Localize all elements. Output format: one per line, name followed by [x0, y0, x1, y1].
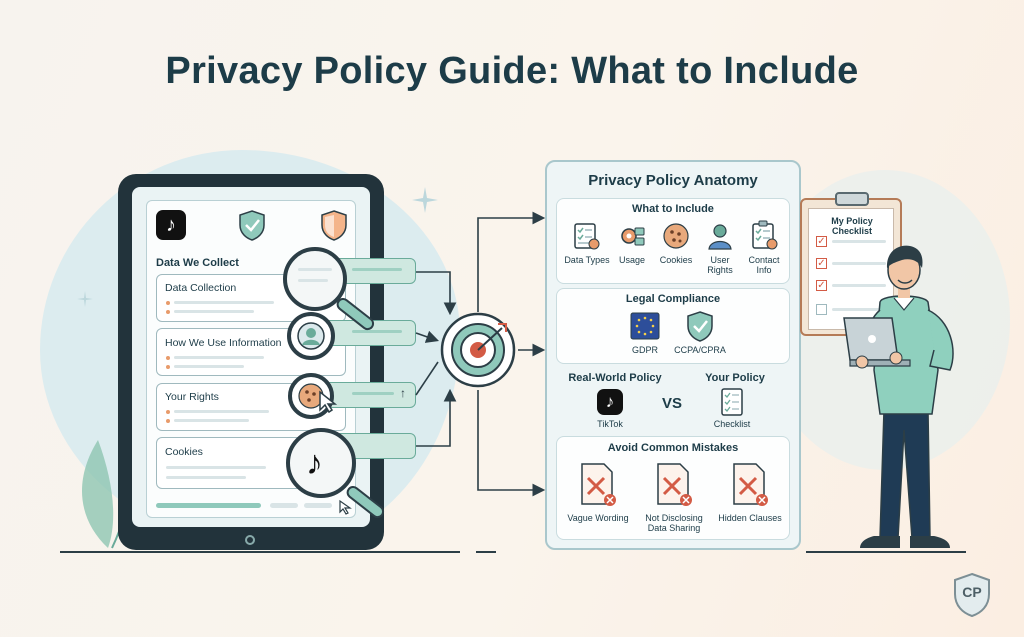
- text-line: [352, 330, 402, 333]
- compliance-section: [556, 288, 790, 364]
- eu-flag-icon: [630, 312, 660, 340]
- magnifier-icon: [283, 247, 347, 311]
- check-mark-icon: ✓: [816, 280, 827, 291]
- cursor-icon: [339, 499, 352, 515]
- text-line: [832, 262, 886, 265]
- text-line: [166, 476, 246, 479]
- check-mark-icon: ✓: [816, 258, 827, 269]
- scroll-progress[interactable]: [156, 503, 261, 508]
- clipboard-icon: [752, 220, 778, 250]
- ground-line: [476, 551, 496, 553]
- bullet: [166, 410, 170, 414]
- text-line: [298, 279, 328, 282]
- sparkle-icon: [412, 187, 438, 213]
- cp-badge-text: CP: [962, 584, 982, 600]
- text-line: [298, 268, 332, 271]
- cookie-icon: [663, 223, 689, 249]
- shield-check-icon: [239, 210, 265, 241]
- comparison-left-label: TikTok: [597, 419, 623, 429]
- person-with-laptop-illustration: [843, 245, 954, 548]
- document-error-icon: [733, 463, 768, 506]
- bullet: [166, 365, 170, 369]
- checklist-title: My Policy Checklist: [831, 216, 873, 236]
- text-line: [352, 392, 394, 395]
- text-line: [832, 240, 886, 243]
- tablet-home-button: [245, 535, 255, 545]
- mistake-label: Not Disclosing Data Sharing: [645, 513, 703, 533]
- card-label: Your Rights: [165, 391, 219, 403]
- bullet: [166, 310, 170, 314]
- cp-badge-icon: [954, 572, 990, 618]
- user-icon: [297, 322, 325, 350]
- gear-icon: [621, 227, 645, 246]
- check-mark-icon: ✓: [816, 236, 827, 247]
- text-line: [832, 284, 886, 287]
- comparison-right-label: Checklist: [713, 419, 751, 429]
- include-title: What to Include: [632, 203, 714, 215]
- include-item-label: Usage: [618, 255, 645, 265]
- bullet: [166, 356, 170, 360]
- comparison-left-title: Real-World Policy: [568, 372, 662, 384]
- scroll-segment: [304, 503, 332, 508]
- bullet: [166, 301, 170, 305]
- text-line: [174, 301, 274, 304]
- shield-check-icon: [687, 311, 713, 342]
- comparison-right-title: Your Policy: [705, 372, 765, 384]
- shield-warning-icon: [321, 210, 347, 241]
- checkbox-empty-icon: [816, 304, 827, 315]
- magnifier-icon: [286, 428, 356, 498]
- tiktok-logo-icon: ♪: [156, 210, 186, 240]
- text-line: [174, 310, 254, 313]
- text-line: [174, 356, 264, 359]
- include-item-label: User Rights: [707, 255, 733, 275]
- text-line: [352, 268, 402, 271]
- text-line: [174, 365, 244, 368]
- target-icon: [440, 312, 516, 388]
- ground-line: [60, 551, 460, 553]
- text-line: [174, 419, 249, 422]
- document-error-icon: [581, 463, 616, 506]
- checklist-icon: [574, 223, 600, 250]
- sparkle-icon: [77, 291, 93, 307]
- arrow-up-icon: ↑: [400, 386, 406, 400]
- anatomy-title: Privacy Policy Anatomy: [588, 172, 758, 189]
- card-label: Data Collection: [165, 282, 237, 294]
- text-line: [174, 410, 269, 413]
- card-label: Cookies: [165, 446, 203, 458]
- checklist-icon: [721, 388, 743, 416]
- page-title: Privacy Policy Guide: What to Include: [165, 50, 859, 92]
- text-line: [166, 466, 266, 469]
- include-item-label: Contact Info: [748, 255, 780, 275]
- user-icon: [708, 224, 732, 250]
- vs-label: VS: [662, 395, 683, 412]
- clipboard-clip: [835, 192, 869, 206]
- text-line: [832, 308, 886, 311]
- mistakes-title: Avoid Common Mistakes: [607, 442, 739, 454]
- scroll-segment: [270, 503, 298, 508]
- compliance-title: Legal Compliance: [625, 293, 721, 305]
- compliance-item-label: GDPR: [631, 345, 658, 355]
- bullet: [166, 419, 170, 423]
- compliance-item-label: CCPA/CPRA: [674, 345, 726, 355]
- include-item-label: Data Types: [564, 255, 610, 265]
- mistake-label: Hidden Clauses: [718, 513, 782, 523]
- card-label: How We Use Information: [165, 337, 282, 349]
- tiktok-logo-icon: ♪: [306, 444, 323, 482]
- mistake-label: Vague Wording: [567, 513, 629, 523]
- include-item-label: Cookies: [659, 255, 693, 265]
- section-title: Data We Collect: [156, 257, 239, 269]
- cursor-icon: [319, 390, 338, 414]
- ground-line: [806, 551, 966, 553]
- document-error-icon: [657, 463, 692, 506]
- tiktok-logo-icon: ♪: [597, 389, 623, 415]
